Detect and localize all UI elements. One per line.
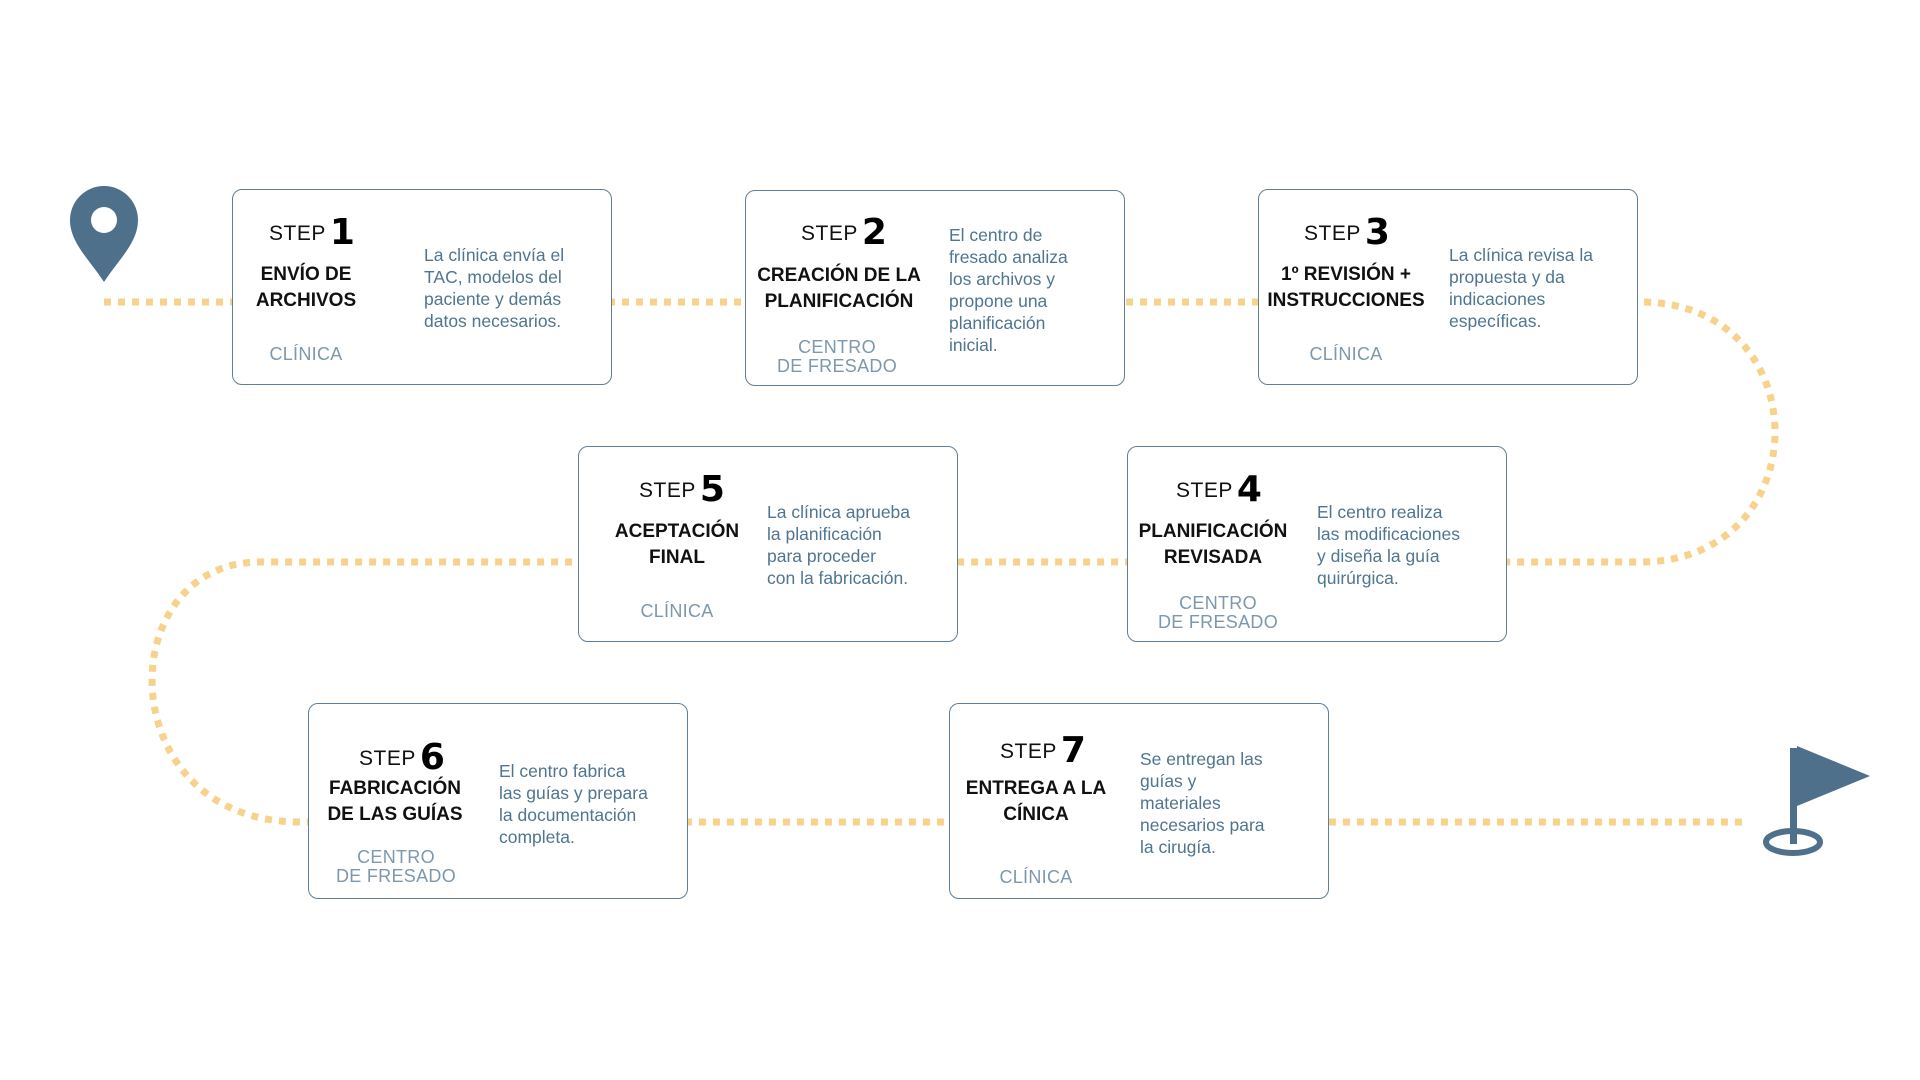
step-description: El centro fabrica las guías y prepara la… (499, 761, 648, 847)
step-number: 6 (419, 737, 446, 778)
golf-flag-icon (1763, 746, 1870, 856)
step-description: El centro de fresado analiza los archivo… (949, 225, 1068, 355)
step-number: 5 (699, 469, 726, 510)
step-title: ENTREGA A LA CÍNICA (965, 778, 1107, 825)
step-description: El centro realiza las modificaciones y d… (1317, 502, 1460, 588)
step-role: CLÍNICA (999, 867, 1073, 887)
step-number: 1 (329, 212, 356, 253)
step-title: ENVÍO DE ARCHIVOS (255, 264, 357, 311)
step-number: 3 (1364, 212, 1391, 253)
step-description: La clínica aprueba la planificación para… (767, 502, 911, 588)
step-title: FABRICACIÓN DE LAS GUÍAS (327, 778, 463, 825)
step-description: Se entregan las guías y materiales neces… (1140, 749, 1265, 857)
step-description: La clínica revisa la propuesta y da indi… (1449, 245, 1593, 331)
step-number: 4 (1236, 469, 1263, 510)
step-role: CLÍNICA (1309, 344, 1383, 364)
step-description: La clínica envía el TAC, modelos del pac… (424, 245, 565, 331)
step-role: CLÍNICA (640, 601, 714, 621)
step-role: CLÍNICA (269, 344, 343, 364)
step-number: 7 (1060, 730, 1087, 771)
map-pin-icon (70, 186, 138, 282)
step-number: 2 (861, 212, 888, 253)
step-role: CENTRO DE FRESADO (776, 337, 898, 376)
step-title: ACEPTACIÓN FINAL (614, 521, 740, 568)
step-role: CENTRO DE FRESADO (335, 847, 457, 886)
step-title: PLANIFICACIÓN REVISADA (1138, 521, 1288, 568)
step-title: 1º REVISIÓN + INSTRUCCIONES (1267, 264, 1425, 311)
step-title: CREACIÓN DE LA PLANIFICACIÓN (757, 265, 921, 312)
step-role: CENTRO DE FRESADO (1157, 593, 1279, 632)
